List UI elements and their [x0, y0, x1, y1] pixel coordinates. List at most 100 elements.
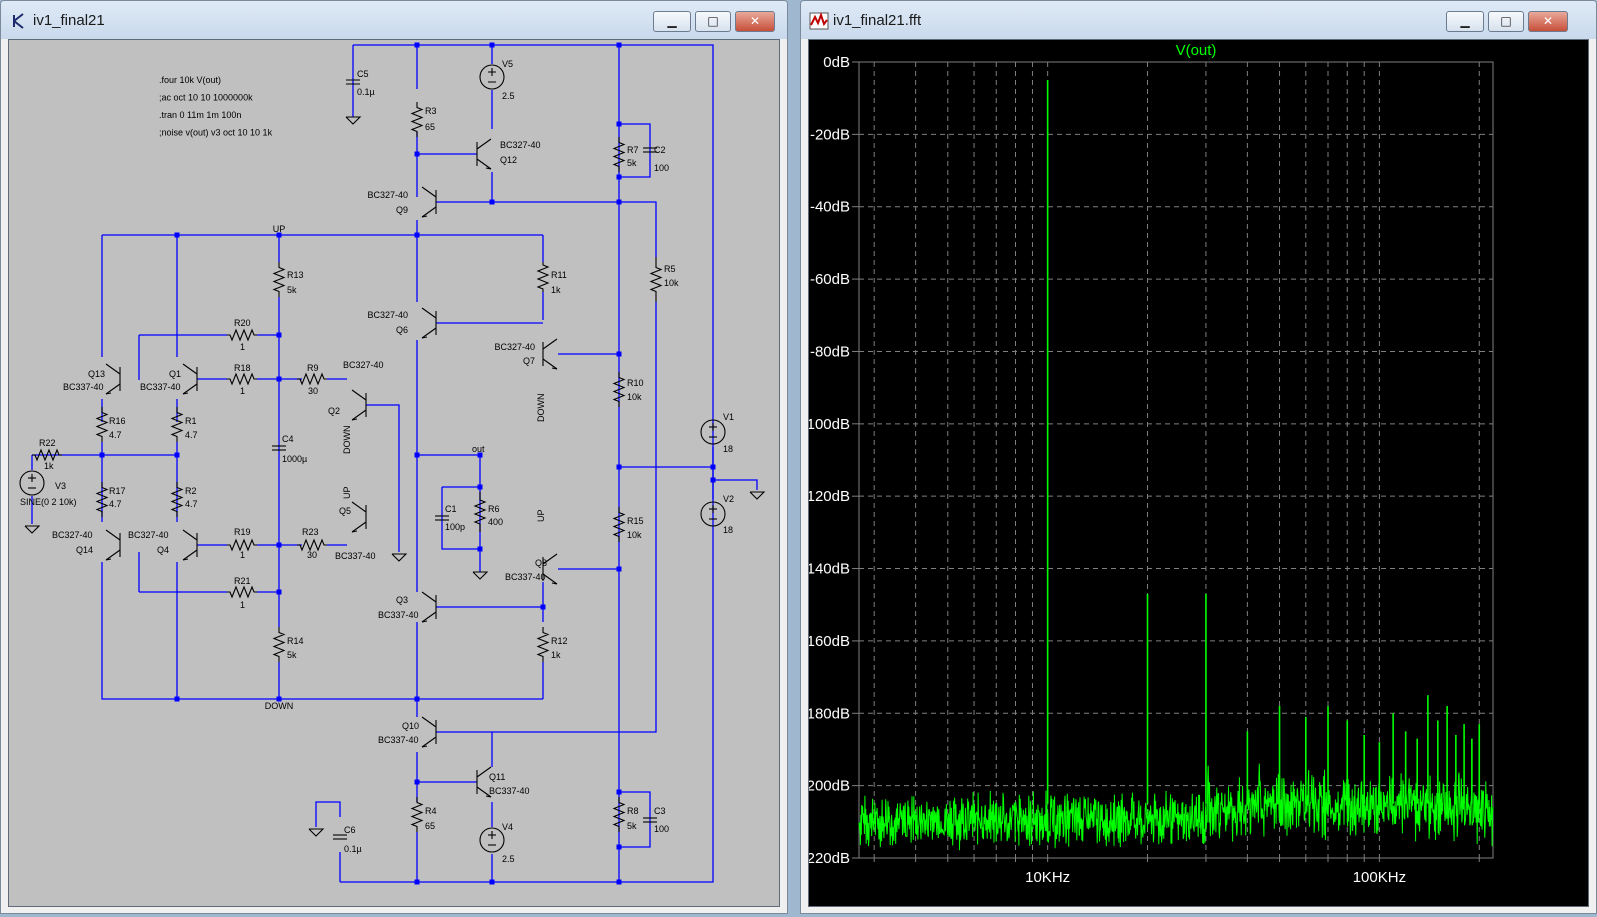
plot-pane[interactable]: V(out) 0dB-20dB-40dB-60dB-80dB-100dB-120…: [808, 39, 1589, 907]
resistor[interactable]: [272, 262, 286, 297]
component-model: BC327-40: [367, 310, 408, 320]
transistor[interactable]: [476, 138, 492, 170]
junction: [489, 199, 495, 205]
junction: [414, 879, 420, 885]
resistor[interactable]: [612, 137, 626, 172]
resistor[interactable]: [227, 328, 257, 342]
resistor[interactable]: [410, 797, 424, 832]
transistor[interactable]: [105, 529, 121, 561]
maximize-button[interactable]: □: [695, 11, 731, 32]
title-bar[interactable]: iv1_final21.fft ▁ □ ✕: [801, 1, 1596, 39]
resistor[interactable]: [170, 407, 184, 442]
capacitor[interactable]: [346, 79, 360, 85]
wire: [436, 302, 657, 733]
component-model: BC327-40: [500, 140, 541, 150]
spice-directive[interactable]: .four 10k V(out): [159, 75, 221, 85]
component-model: BC337-40: [378, 610, 419, 620]
minimize-button[interactable]: ▁: [653, 11, 691, 32]
resistor[interactable]: [410, 102, 424, 137]
junction: [276, 376, 282, 382]
schematic-diagram[interactable]: .four 10k V(out) ;ac oct 10 10 1000000k .t…: [9, 40, 781, 896]
resistor[interactable]: [95, 407, 109, 442]
resistor[interactable]: [473, 492, 487, 532]
component-value: 2.5: [502, 91, 515, 101]
minimize-button[interactable]: ▁: [1446, 11, 1484, 32]
spice-directive[interactable]: ;noise v(out) v3 oct 10 10 1k: [159, 128, 273, 138]
transistor[interactable]: [542, 553, 558, 585]
close-button[interactable]: ✕: [735, 11, 775, 32]
capacitor[interactable]: [435, 515, 449, 521]
capacitor[interactable]: [643, 147, 657, 153]
resistor[interactable]: [227, 372, 257, 386]
resistor[interactable]: [32, 448, 62, 462]
net-label: UP: [536, 509, 546, 522]
fft-window[interactable]: iv1_final21.fft ▁ □ ✕ V(out) 0dB-20dB-40…: [800, 0, 1597, 914]
voltage-source[interactable]: [700, 419, 726, 445]
component-label: R14: [287, 636, 304, 646]
transistor[interactable]: [182, 363, 198, 395]
capacitor[interactable]: [272, 445, 286, 451]
resistor[interactable]: [649, 257, 663, 302]
schematic-canvas[interactable]: .four 10k V(out) ;ac oct 10 10 1000000k .t…: [8, 39, 780, 907]
schematic-window[interactable]: iv1_final21 ▁ □ ✕ .four 10k V(out) ;ac oc…: [0, 0, 788, 914]
y-tick-label: -60dB: [810, 271, 850, 288]
voltage-source[interactable]: [700, 501, 726, 527]
resistor[interactable]: [536, 262, 550, 292]
spice-directive[interactable]: ;ac oct 10 10 1000000k: [159, 93, 253, 103]
resistor[interactable]: [612, 507, 626, 542]
capacitor[interactable]: [333, 834, 347, 840]
transistor[interactable]: [351, 501, 367, 533]
ground-symbol: [308, 828, 325, 837]
transistor[interactable]: [421, 591, 437, 623]
voltage-source[interactable]: [479, 827, 505, 853]
resistor[interactable]: [536, 627, 550, 662]
component-value: 65: [425, 821, 435, 831]
component-value: 4.7: [109, 430, 122, 440]
junction: [174, 452, 180, 458]
component-value: 1000µ: [282, 454, 307, 464]
component-model: BC337-40: [378, 735, 419, 745]
transistor[interactable]: [542, 338, 558, 370]
transistor[interactable]: [182, 529, 198, 561]
junction: [540, 604, 546, 610]
voltage-source[interactable]: [19, 470, 45, 496]
resistor[interactable]: [170, 482, 184, 517]
y-tick-label: -180dB: [809, 705, 850, 722]
component-value: 5k: [287, 285, 297, 295]
fft-plot[interactable]: V(out) 0dB-20dB-40dB-60dB-80dB-100dB-120…: [809, 40, 1590, 896]
component-label: Q3: [396, 595, 408, 605]
resistor[interactable]: [297, 538, 327, 552]
transistor[interactable]: [105, 363, 121, 395]
component-label: Q5: [339, 506, 351, 516]
resistor[interactable]: [227, 585, 257, 599]
component-model: BC337-40: [335, 551, 376, 561]
resistor[interactable]: [95, 482, 109, 517]
title-bar[interactable]: iv1_final21 ▁ □ ✕: [1, 1, 787, 39]
resistor[interactable]: [297, 372, 327, 386]
component-value: 400: [488, 517, 503, 527]
junction: [616, 199, 622, 205]
transistor[interactable]: [421, 186, 437, 218]
junction: [414, 232, 420, 238]
transistor[interactable]: [351, 389, 367, 421]
junction: [616, 42, 622, 48]
resistor[interactable]: [612, 797, 626, 832]
ground-symbol: [24, 525, 41, 534]
voltage-source[interactable]: [479, 64, 505, 90]
component-label: Q13: [88, 369, 105, 379]
resistor[interactable]: [227, 538, 257, 552]
capacitor[interactable]: [643, 817, 657, 823]
component-label: Q11: [489, 772, 505, 782]
junction: [477, 546, 483, 552]
maximize-button[interactable]: □: [1488, 11, 1524, 32]
transistor[interactable]: [476, 766, 492, 798]
resistor[interactable]: [272, 627, 286, 662]
transistor[interactable]: [421, 716, 437, 748]
spice-directive[interactable]: .tran 0 11m 1m 100n: [159, 110, 241, 120]
x-tick-label: 100KHz: [1353, 869, 1406, 886]
transistor[interactable]: [421, 307, 437, 339]
component-model: BC327-40: [128, 530, 169, 540]
resistor[interactable]: [612, 372, 626, 407]
component-label: R23: [302, 527, 319, 537]
close-button[interactable]: ✕: [1528, 11, 1568, 32]
